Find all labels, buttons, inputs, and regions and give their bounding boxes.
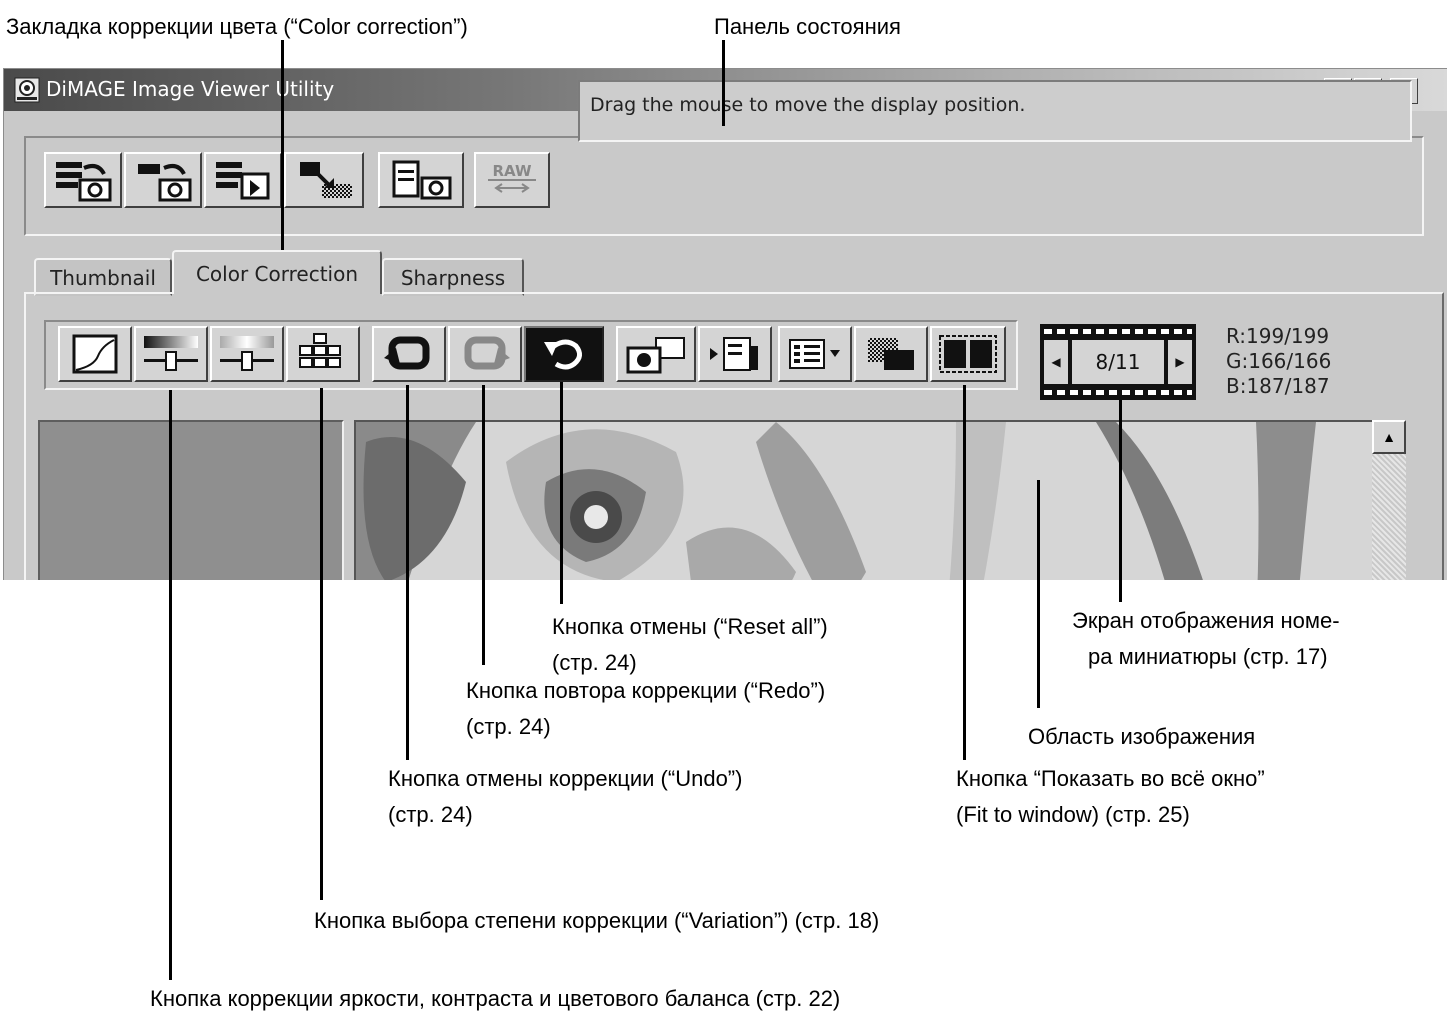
frame-counter: ◀ 8/11 ▶ bbox=[1040, 324, 1196, 400]
callout-fit-window-1: Кнопка “Показать во всё окно” bbox=[956, 766, 1265, 791]
undo-icon bbox=[384, 336, 430, 370]
compare-icon bbox=[868, 338, 914, 370]
leader-frame-counter bbox=[1119, 400, 1122, 602]
window-title: DiMAGE Image Viewer Utility bbox=[46, 77, 335, 101]
apply-to-image-icon bbox=[710, 337, 758, 371]
multi-save-icon bbox=[216, 162, 270, 200]
leader-status-panel bbox=[722, 40, 725, 126]
film-perforations-top bbox=[1044, 329, 1192, 334]
thumbnail-camera-icon bbox=[56, 162, 112, 202]
tone-curve-icon bbox=[72, 334, 118, 374]
undo-button[interactable] bbox=[372, 326, 446, 382]
tab-color-correction[interactable]: Color Correction bbox=[172, 250, 382, 294]
apply-to-image-button[interactable] bbox=[698, 326, 772, 382]
list-menu-icon bbox=[789, 339, 840, 369]
fit-to-window-button[interactable] bbox=[930, 326, 1006, 382]
pixel-value-b: B:187/187 bbox=[1226, 374, 1330, 398]
callout-redo-2: (стр. 24) bbox=[466, 714, 551, 739]
document-camera-icon bbox=[392, 160, 452, 200]
callout-undo-2: (стр. 24) bbox=[388, 802, 473, 827]
multi-save-button[interactable] bbox=[204, 152, 282, 208]
status-panel: Drag the mouse to move the display posit… bbox=[578, 80, 1412, 142]
leader-fit-window bbox=[963, 385, 966, 760]
callout-redo-1: Кнопка повтора коррекции (“Redo”) bbox=[466, 678, 826, 703]
pixel-value-g: G:166/166 bbox=[1226, 349, 1332, 373]
variation-button[interactable] bbox=[286, 326, 360, 382]
reset-all-button[interactable] bbox=[524, 326, 604, 382]
color-balance-button[interactable] bbox=[210, 326, 284, 382]
fit-to-window-icon bbox=[939, 335, 997, 373]
lower-annotation-area bbox=[0, 580, 1447, 1018]
variation-grid-icon bbox=[299, 333, 341, 368]
callout-color-tab: Закладка коррекции цвета (“Color correct… bbox=[6, 14, 468, 39]
frame-next-button[interactable]: ▶ bbox=[1168, 340, 1192, 384]
leader-redo bbox=[482, 385, 485, 665]
raw-label: RAW bbox=[492, 162, 531, 180]
callout-image-area: Область изображения bbox=[1028, 724, 1256, 749]
callout-variation: Кнопка выбора степени коррекции (“Variat… bbox=[314, 908, 880, 933]
callout-reset-all-1: Кнопка отмены (“Reset all”) bbox=[552, 614, 828, 639]
single-camera-icon bbox=[138, 164, 192, 202]
list-menu-button[interactable] bbox=[778, 326, 852, 382]
leader-variation bbox=[320, 388, 323, 900]
compare-button[interactable] bbox=[854, 326, 928, 382]
frame-counter-display: 8/11 bbox=[1072, 340, 1164, 384]
callout-brightness: Кнопка коррекции яркости, контраста и цв… bbox=[150, 986, 841, 1011]
reset-all-icon bbox=[544, 339, 582, 370]
leader-undo bbox=[406, 385, 409, 760]
callout-undo-1: Кнопка отмены коррекции (“Undo”) bbox=[388, 766, 743, 791]
callout-frame-counter-2: ра миниатюры (стр. 17) bbox=[1088, 644, 1328, 669]
leader-brightness bbox=[169, 390, 172, 980]
export-icon bbox=[300, 162, 352, 198]
single-camera-button[interactable] bbox=[124, 152, 202, 208]
callout-fit-window-2: (Fit to window) (стр. 25) bbox=[956, 802, 1190, 827]
correction-toolbar bbox=[44, 320, 1018, 390]
tab-thumbnail[interactable]: Thumbnail bbox=[34, 258, 172, 296]
film-perforations-bottom bbox=[1044, 390, 1192, 395]
redo-icon bbox=[464, 336, 510, 370]
callout-frame-counter-1: Экран отображения номе- bbox=[1072, 608, 1340, 633]
tab-sharpness[interactable]: Sharpness bbox=[382, 258, 524, 296]
export-button[interactable] bbox=[284, 152, 364, 208]
leader-color-tab bbox=[281, 40, 284, 265]
document-camera-button[interactable] bbox=[378, 152, 464, 208]
raw-icon: RAW bbox=[488, 162, 536, 193]
frame-prev-button[interactable]: ◀ bbox=[1044, 340, 1068, 384]
camera-copy-icon bbox=[626, 337, 685, 374]
brightness-contrast-button[interactable] bbox=[134, 326, 208, 382]
leader-reset-all bbox=[560, 382, 563, 604]
scroll-up-button[interactable]: ▲ bbox=[1372, 420, 1406, 454]
leader-image-area bbox=[1037, 480, 1040, 708]
app-logo-icon bbox=[14, 77, 40, 103]
thumbnail-camera-button[interactable] bbox=[44, 152, 122, 208]
redo-button[interactable] bbox=[448, 326, 522, 382]
brightness-contrast-slider-icon bbox=[144, 336, 198, 371]
color-balance-slider-icon bbox=[220, 336, 274, 371]
callout-reset-all-2: (стр. 24) bbox=[552, 650, 637, 675]
raw-button[interactable]: RAW bbox=[474, 152, 550, 208]
tone-curve-button[interactable] bbox=[58, 326, 132, 382]
callout-status-panel: Панель состояния bbox=[714, 14, 901, 39]
camera-copy-button[interactable] bbox=[616, 326, 696, 382]
pixel-value-r: R:199/199 bbox=[1226, 324, 1330, 348]
